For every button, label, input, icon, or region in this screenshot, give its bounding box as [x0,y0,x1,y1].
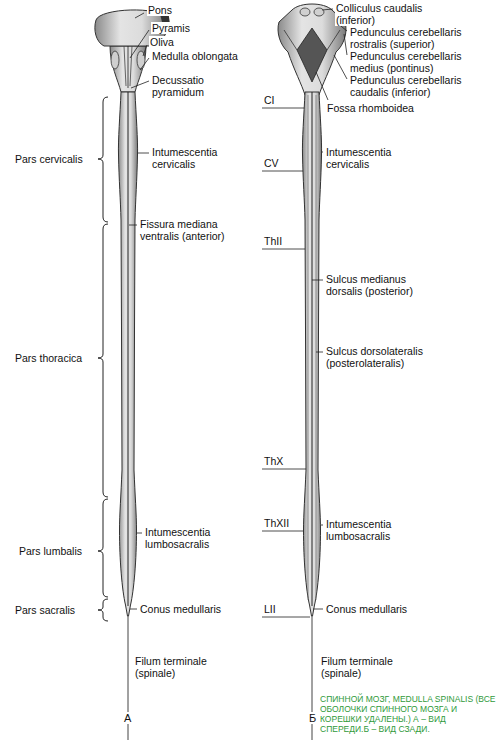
part-label: CV [263,157,280,169]
part-label: Pons [147,4,173,16]
part-label: Б [308,712,317,724]
part-label: Conus medullaris [325,603,408,615]
part-label: Decussatio pyramidum [151,74,223,98]
part-label: Pyramis [151,22,191,34]
part-label: Pars thoracica [14,352,83,364]
part-label: Sulcus dorsolateralis (posterolateralis) [325,345,442,369]
part-label: ThX [263,455,284,467]
part-label: CI [263,94,276,106]
part-label: Pedunculus cerebellaris caudalis (inferi… [349,74,476,98]
part-label: Conus medullaris [139,603,222,615]
part-label: Pars sacralis [14,604,76,616]
part-label: Intumescentia lumbosacralis [325,518,417,542]
part-label: Pars lumbalis [18,545,83,557]
part-label: Fossa rhomboidea [326,102,415,114]
part-label: Pedunculus cerebellaris rostralis (super… [349,26,476,50]
part-label: Intumescentia lumbosacralis [144,526,236,550]
figure-caption: СПИННОЙ МОЗГ, MEDULLA SPINALIS (ВСЕ ОБОЛ… [320,694,496,734]
part-label: Fissura mediana ventralis (anterior) [139,218,226,242]
part-label: Colliculus caudalis (inferior) [335,2,437,26]
part-label: Pedunculus cerebellaris medius (pontinus… [349,50,476,74]
part-label: Sulcus medianus dorsalis (posterior) [325,273,427,297]
part-label: Intumescentia cervicalis [325,146,407,170]
part-label: ThII [263,235,283,247]
part-label: Filum terminale (spinale) [320,655,402,679]
part-label: Intumescentia cervicalis [151,146,233,170]
part-label: Oliva [149,36,175,48]
part-label: LII [263,603,277,615]
part-label: А [123,712,132,724]
part-label: Filum terminale (spinale) [134,655,216,679]
part-label: ThXII [263,517,290,529]
part-label: Medulla oblongata [151,50,239,62]
part-label: Pars cervicalis [14,153,84,165]
